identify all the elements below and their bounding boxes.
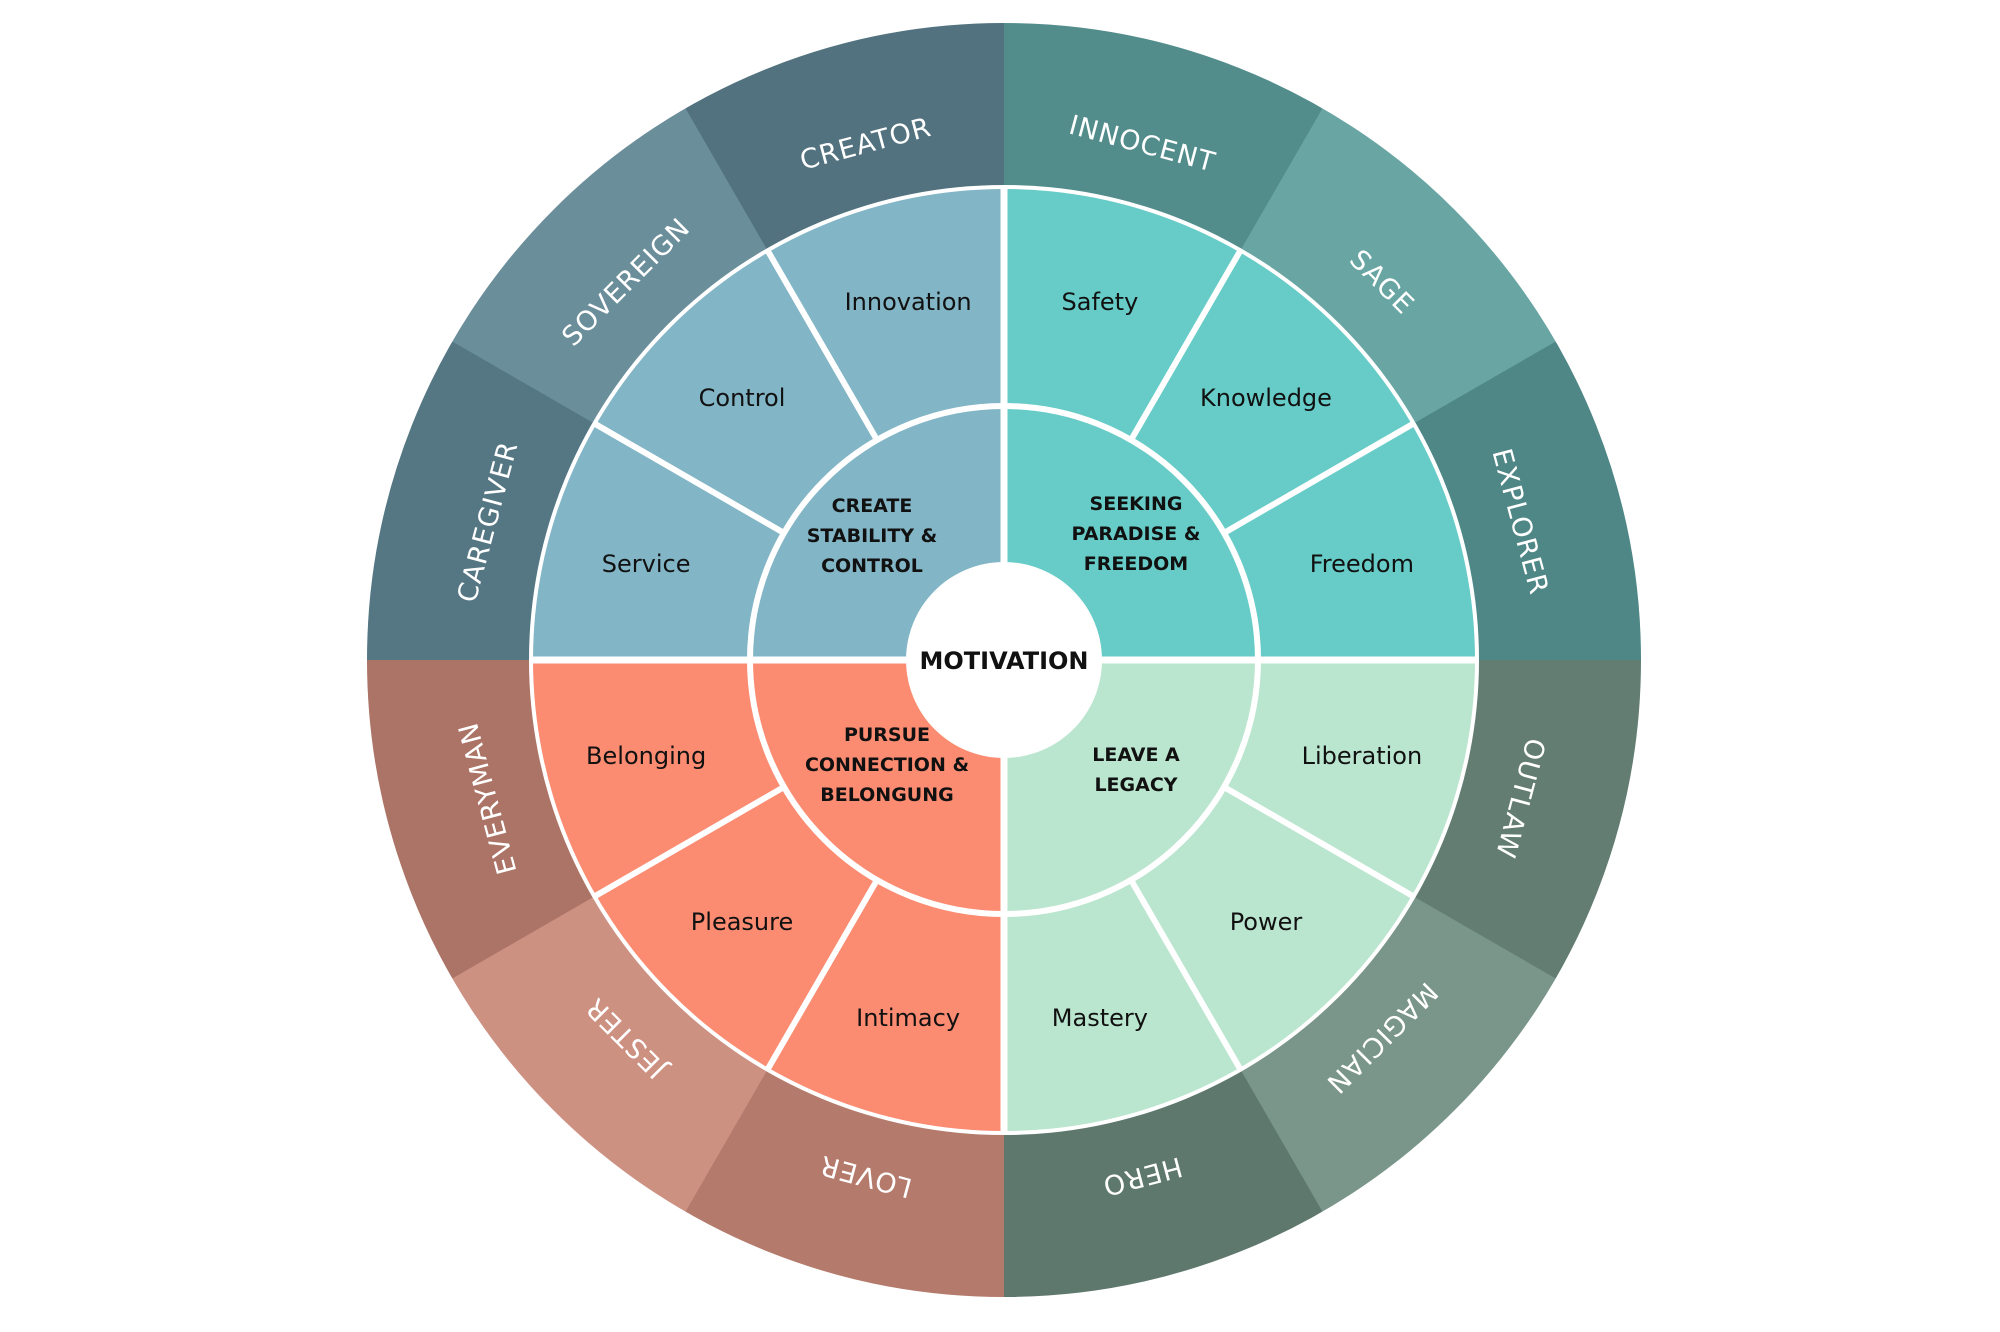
value-label-knowledge: Knowledge xyxy=(1200,384,1332,412)
archetype-tile-create-0 xyxy=(366,340,593,660)
outer-rim xyxy=(365,21,1643,1299)
hub-label-line: PURSUE xyxy=(844,724,930,746)
quadrant-connection xyxy=(533,660,1004,1131)
spoke-divider xyxy=(764,248,880,442)
center-circle xyxy=(906,562,1102,758)
spoke-divider xyxy=(1128,878,1244,1072)
archetype-tile-create-1 xyxy=(449,105,767,423)
hub-label-line: LEAVE A xyxy=(1092,744,1180,766)
archetype-tile-seeking-0 xyxy=(1004,22,1324,249)
archetype-tile-legacy-0 xyxy=(1415,660,1642,980)
center-label: MOTIVATION xyxy=(919,647,1088,675)
value-label-liberation: Liberation xyxy=(1302,742,1423,770)
value-label-safety: Safety xyxy=(1062,288,1139,316)
spoke-divider xyxy=(764,878,880,1072)
archetype-tile-seeking-2 xyxy=(1415,340,1642,660)
hub-label-line: FREEDOM xyxy=(1084,553,1188,575)
hub-label-line: CONNECTION & xyxy=(805,754,969,776)
hub-label-line: BELONGUNG xyxy=(820,784,953,806)
spoke-divider xyxy=(592,784,786,900)
quadrant-legacy xyxy=(1004,660,1475,1131)
spoke-divider xyxy=(1222,420,1416,536)
hub-label-line: CREATE xyxy=(832,495,913,517)
hub-ring xyxy=(747,403,1261,917)
quadrant-fill-legacy xyxy=(1004,660,1475,1131)
archetype-tile-connection-1 xyxy=(449,897,767,1215)
hub-label-line: STABILITY & xyxy=(807,525,938,547)
hub-label-line: LEGACY xyxy=(1094,774,1177,796)
archetype-tile-connection-0 xyxy=(684,1071,1004,1298)
archetype-tile-create-2 xyxy=(684,22,1004,249)
value-label-service: Service xyxy=(602,550,691,578)
value-label-belonging: Belonging xyxy=(586,742,706,770)
archetype-tile-legacy-1 xyxy=(1241,897,1559,1215)
value-label-pleasure: Pleasure xyxy=(691,908,793,936)
quadrant-fill-create xyxy=(533,189,1004,660)
hub-label-line: PARADISE & xyxy=(1072,523,1201,545)
hub-label-line: SEEKING xyxy=(1090,493,1183,515)
value-label-innovation: Innovation xyxy=(845,288,972,316)
value-label-intimacy: Intimacy xyxy=(856,1004,960,1032)
hub-label-line: CONTROL xyxy=(821,555,923,577)
archetype-tile-legacy-2 xyxy=(1004,1071,1324,1298)
spoke-divider xyxy=(592,420,786,536)
spoke-divider xyxy=(1128,248,1244,442)
quadrant-seeking xyxy=(1004,189,1475,660)
quadrant-create xyxy=(533,189,1004,660)
archetype-tile-seeking-1 xyxy=(1241,105,1559,423)
archetype-tile-connection-2 xyxy=(366,660,593,980)
quadrant-fill-seeking xyxy=(1004,189,1475,660)
quadrant-fill-connection xyxy=(533,660,1004,1131)
value-label-power: Power xyxy=(1230,908,1303,936)
value-label-freedom: Freedom xyxy=(1310,550,1414,578)
spoke-divider xyxy=(1222,784,1416,900)
value-label-mastery: Mastery xyxy=(1052,1004,1148,1032)
value-label-control: Control xyxy=(699,384,786,412)
